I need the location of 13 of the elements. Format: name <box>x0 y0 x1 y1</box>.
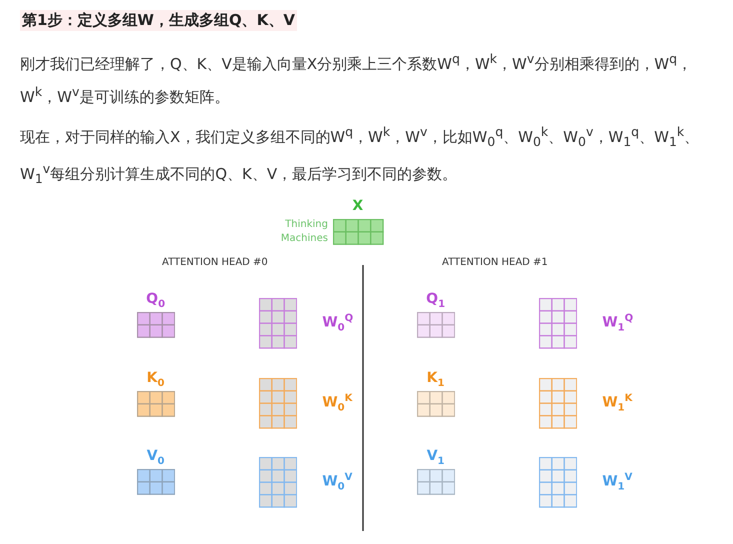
heading: ATTENTION HEAD #1 <box>442 257 548 268</box>
paragraph: 现在，对于同样的输入X，我们定义多组不同的W$^{q}$，W$^{k}$，W$^{v}$，比如W$_{0}$$^{q}$、W$_{0}$$^{k}$、W$_{0}$$^{v}$，W$_{1}$$^{q}$、W$_{1}$$^{k}$、W$_{1}$$^{v}$每组分别计算生成不同的Q、K、V，最后学习到不同的参数。 <box>20 123 700 188</box>
title: 第1步：定义多组W，生成多组Q、K、V <box>20 10 297 31</box>
matrix-label: V$_{1}$ <box>426 448 446 467</box>
matrix-label: V$_{0}$ <box>146 448 166 467</box>
paragraph: 刚才我们已经理解了，Q、K、V是输入向量X分别乘上三个系数W$^{q}$，W$^{k}$，W$^{v}$分别相乘得到的，W$^{q}$，W$^{k}$，W$^{v}$是可训练的参数矩阵。 <box>20 50 694 108</box>
row-labels: Thinking Machines <box>280 218 328 246</box>
matrix-label: X <box>351 198 364 214</box>
matrix-label: K$_{1}$ <box>426 370 446 389</box>
matrix-label: Q$_{0}$ <box>145 291 166 310</box>
matrix-label: K$_{0}$ <box>146 370 166 389</box>
matrix-label: Q$_{1}$ <box>425 291 446 310</box>
heading: ATTENTION HEAD #0 <box>162 257 268 268</box>
